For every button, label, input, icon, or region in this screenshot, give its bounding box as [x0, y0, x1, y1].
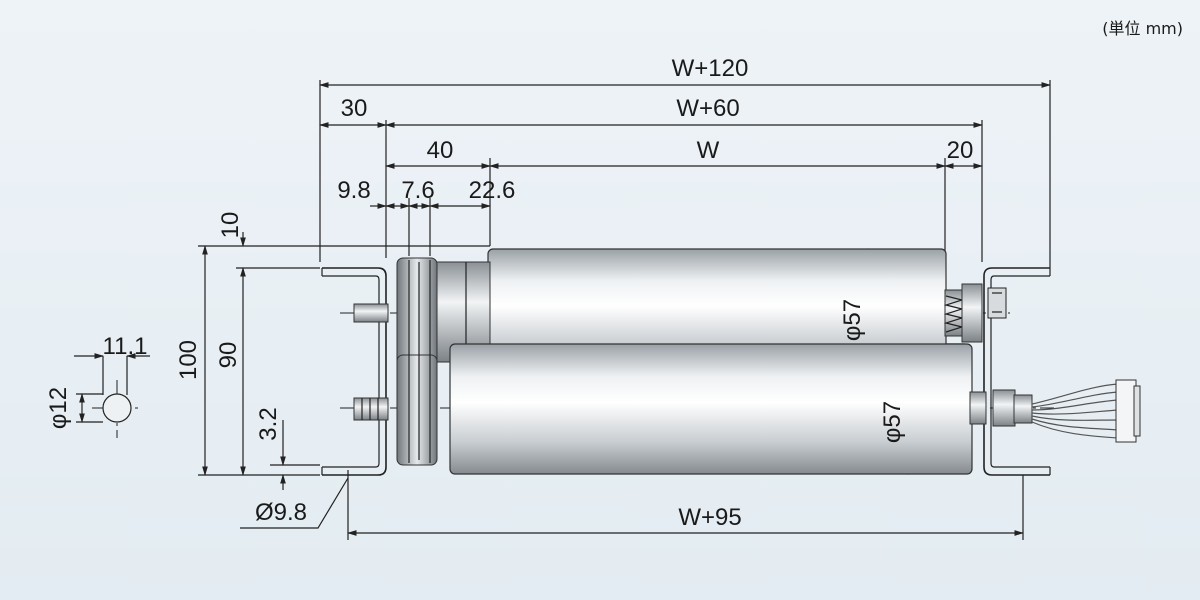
- dim-w: W: [697, 137, 720, 164]
- dim-phi-57-upper: φ57: [839, 299, 866, 341]
- dim-22-6: 22.6: [469, 177, 516, 204]
- dim-w-plus-95: W+95: [678, 504, 741, 531]
- dim-20: 20: [947, 137, 974, 164]
- motor-cable: [1031, 379, 1141, 443]
- dim-90: 90: [215, 342, 242, 369]
- dim-3-2: 3.2: [255, 407, 282, 440]
- dim-100: 100: [175, 340, 202, 380]
- dim-w-plus-60: W+60: [676, 95, 739, 122]
- dim-hole-9-8: Ø9.8: [255, 499, 307, 526]
- lower-roller: [353, 343, 1141, 475]
- dim-phi-12: φ12: [45, 387, 72, 429]
- extension-lines: [198, 80, 1051, 540]
- shaft-section-detail: [74, 353, 150, 423]
- dim-11-1: 11.1: [103, 333, 148, 360]
- dim-9-8: 9.8: [337, 177, 370, 204]
- dim-30: 30: [341, 95, 368, 122]
- unit-note: (単位 mm): [1102, 19, 1183, 38]
- dim-40: 40: [427, 137, 454, 164]
- dim-7-6: 7.6: [401, 177, 434, 204]
- right-bracket: [983, 267, 1051, 476]
- dim-phi-57-lower: φ57: [879, 401, 906, 443]
- dim-w-plus-120: W+120: [672, 55, 749, 82]
- drive-pulleys: [396, 257, 438, 466]
- dimension-labels: W+120 W+60 30 40 W 20 9.8 7.6 22.6 W+95 …: [45, 55, 973, 531]
- dim-10: 10: [217, 212, 244, 239]
- left-bracket: [321, 267, 387, 476]
